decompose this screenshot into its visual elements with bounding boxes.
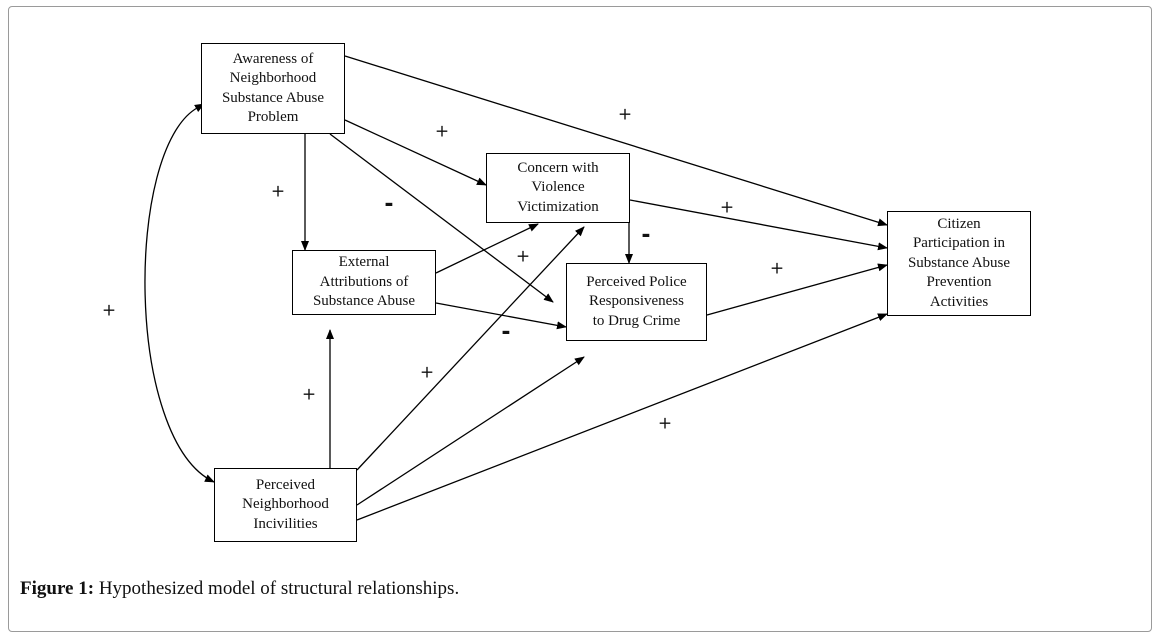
node-citizen-label: Citizen Participation in Substance Abuse… — [907, 215, 1011, 310]
sign-police-citizen: + — [769, 258, 785, 279]
node-concern: Concern with Violence Victimization — [486, 153, 630, 223]
node-external-label: External Attributions of Substance Abuse — [312, 254, 416, 310]
node-police: Perceived Police Responsiveness to Drug … — [566, 263, 707, 341]
sign-incivilities-citizen: + — [657, 413, 673, 434]
node-police-label: Perceived Police Responsiveness to Drug … — [586, 273, 687, 329]
node-external: External Attributions of Substance Abuse — [292, 250, 436, 315]
sign-concern-police: - — [641, 223, 651, 248]
node-concern-label: Concern with Violence Victimization — [517, 159, 599, 215]
sign-awareness-external: + — [270, 181, 286, 202]
sign-external-concern: + — [515, 246, 531, 267]
edge-awareness-concern — [344, 119, 487, 186]
node-incivilities-label: Perceived Neighborhood Incivilities — [242, 476, 329, 532]
figure-caption: Figure 1: Hypothesized model of structur… — [20, 578, 459, 600]
figure-caption-text: Hypothesized model of structural relatio… — [94, 578, 460, 599]
node-awareness-label: Awareness of Neighborhood Substance Abus… — [221, 50, 325, 126]
edge-awareness-police — [329, 133, 554, 303]
sign-awareness-incivilities: + — [101, 300, 117, 321]
sign-incivilities-external: + — [301, 384, 317, 405]
node-incivilities: Perceived Neighborhood Incivilities — [214, 468, 357, 542]
sign-awareness-citizen: + — [617, 104, 633, 125]
edge-incivilities-concern — [356, 226, 585, 471]
figure-caption-label: Figure 1: — [20, 578, 95, 599]
edge-external-concern — [435, 223, 539, 274]
edge-police-citizen — [706, 263, 888, 316]
sign-awareness-police: - — [384, 192, 394, 217]
node-awareness: Awareness of Neighborhood Substance Abus… — [201, 43, 345, 134]
sign-incivilities-concern: + — [419, 362, 435, 383]
edge-concern-citizen — [629, 199, 888, 251]
edge-awareness-citizen — [344, 55, 888, 227]
edge-incivilities-police — [356, 356, 585, 506]
edge-awareness-incivilities-correlation — [144, 103, 215, 483]
node-citizen: Citizen Participation in Substance Abuse… — [887, 211, 1031, 316]
sign-awareness-concern: + — [434, 121, 450, 142]
sign-concern-citizen: + — [719, 197, 735, 218]
sign-external-police: - — [501, 320, 511, 345]
edge-incivilities-citizen — [356, 313, 888, 521]
